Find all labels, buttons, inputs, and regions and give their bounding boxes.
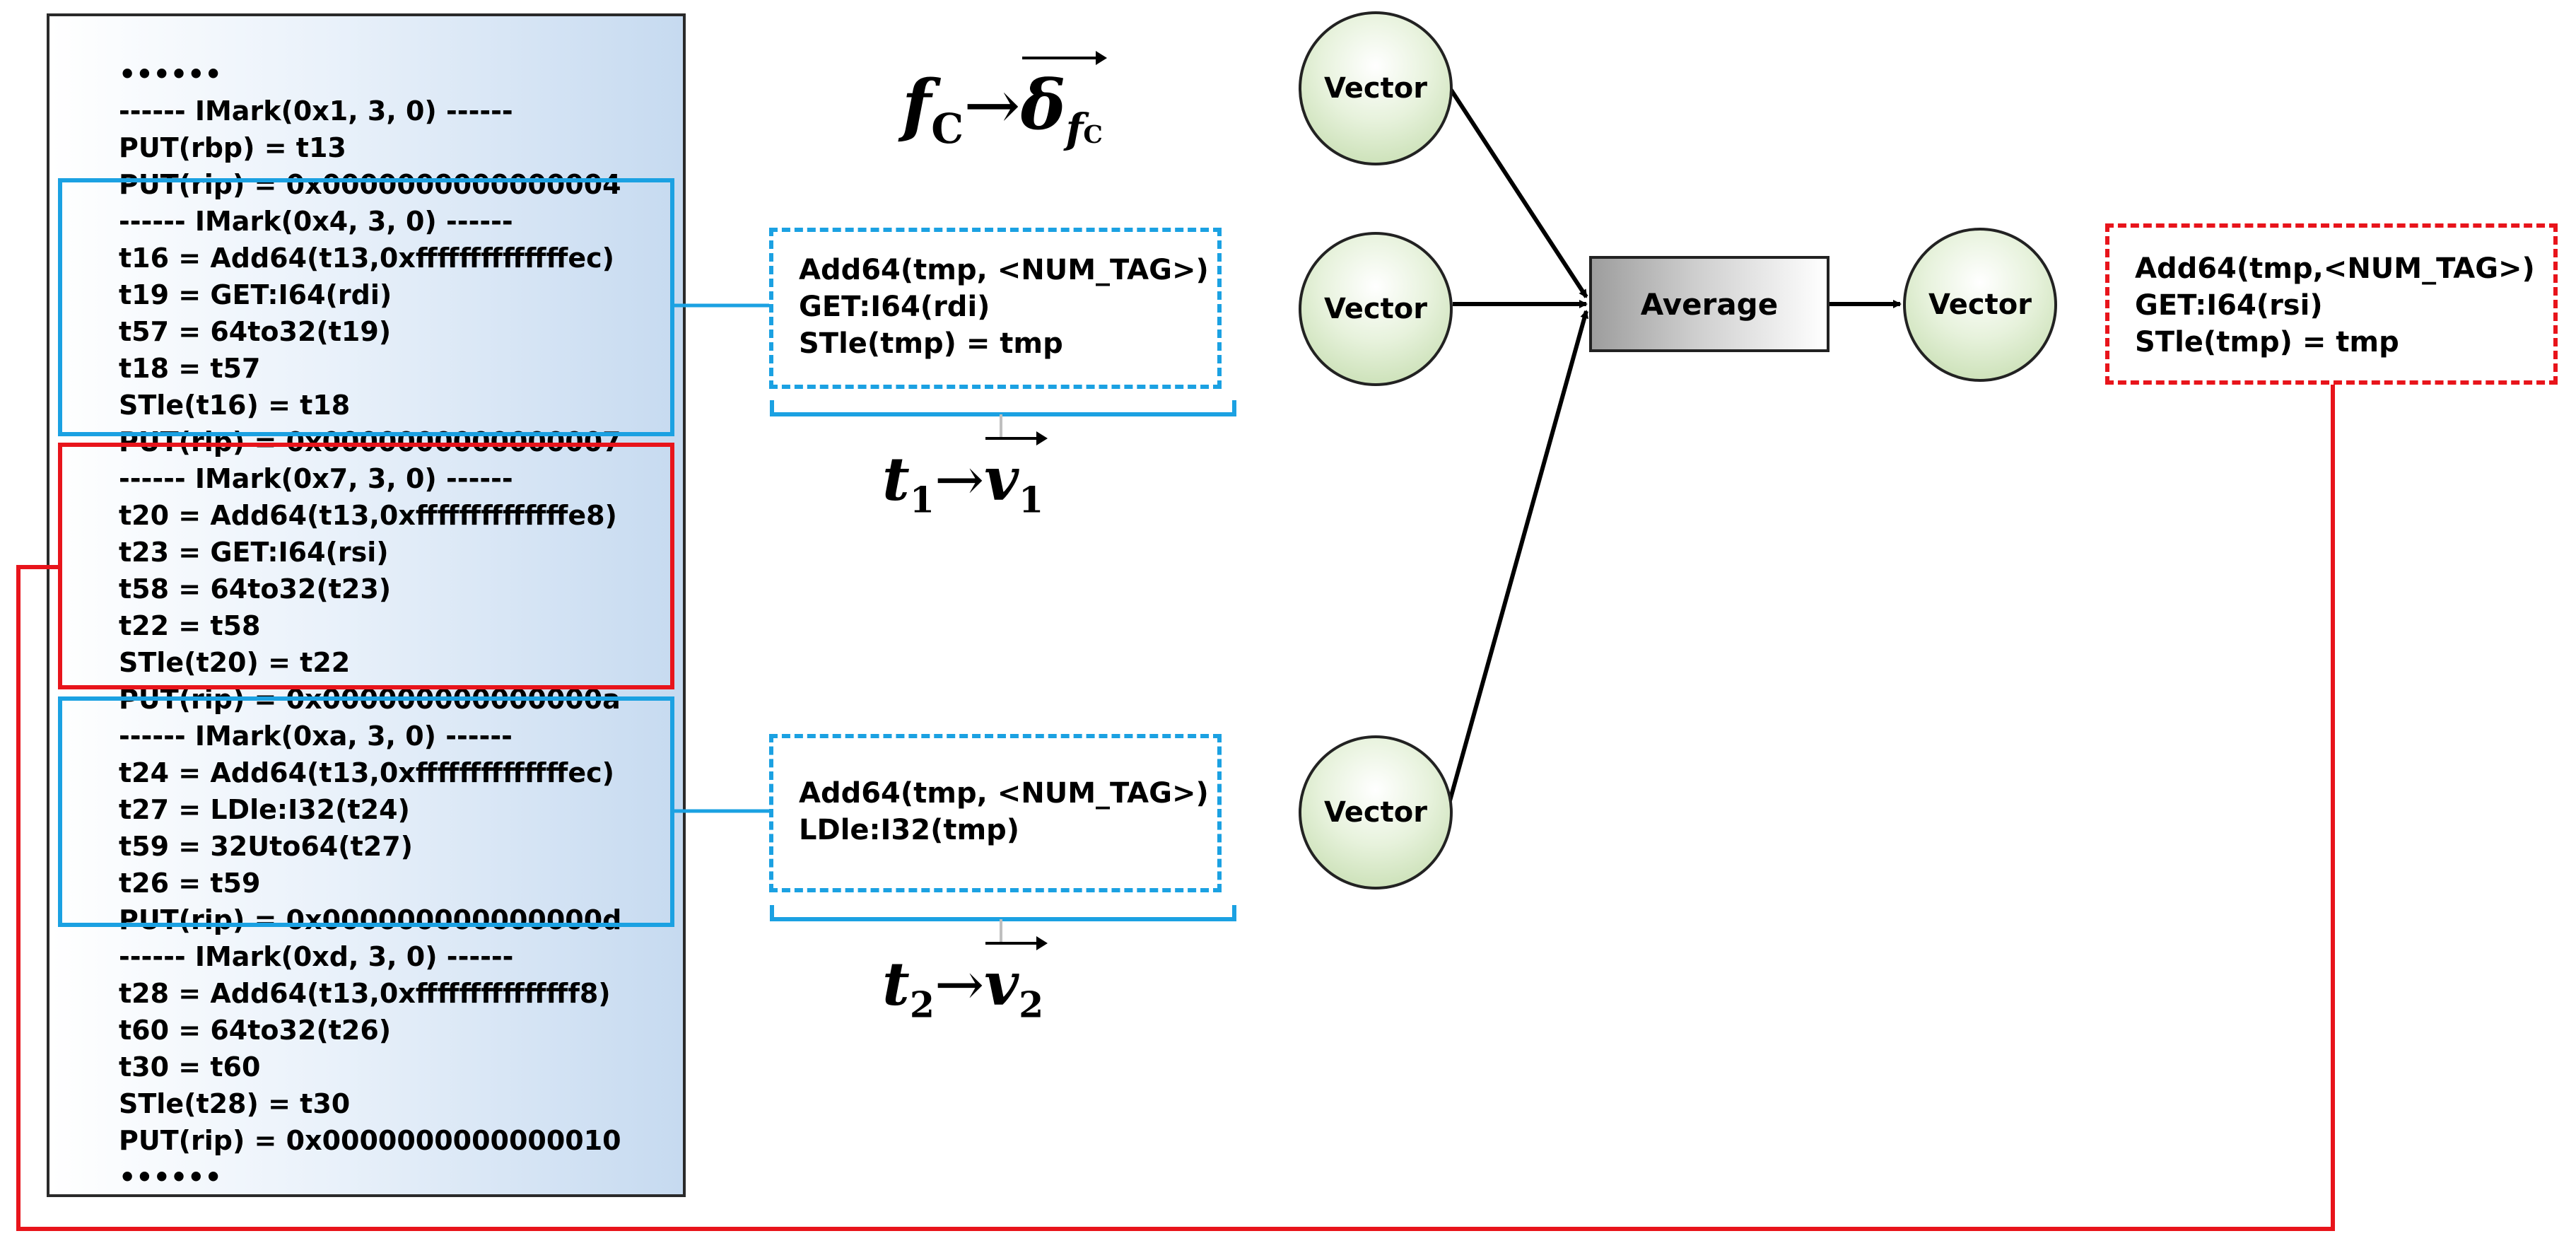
ir-line: t60 = 64to32(t26) [119, 1015, 392, 1046]
token-box-t1: Add64(tmp, <NUM_TAG>) GET:I64(rdi) STle(tm… [769, 228, 1222, 389]
average-label: Average [1640, 286, 1779, 322]
ir-line: •••••• [119, 1162, 222, 1193]
ir-line: t23 = GET:I64(rsi) [119, 537, 389, 568]
ir-line: ------ IMark(0xa, 3, 0) ------ [119, 721, 513, 752]
ir-line: STle(t20) = t22 [119, 647, 351, 678]
token-line: LDle:I32(tmp) [799, 814, 1020, 846]
token-line: Add64(tmp,<NUM_TAG>) [2135, 252, 2535, 285]
token-box-t2: Add64(tmp, <NUM_TAG>) LDle:I32(tmp) [769, 734, 1222, 892]
ir-line: STle(t28) = t30 [119, 1088, 351, 1119]
bracket-t2 [770, 905, 1236, 921]
ir-line: ------ IMark(0x4, 3, 0) ------ [119, 206, 513, 237]
token-line: GET:I64(rdi) [799, 291, 990, 323]
token2-embedding-label: t2→v2 [882, 935, 1048, 1026]
arrow-v1-average [1448, 88, 1588, 298]
token-lines-t2: Add64(tmp, <NUM_TAG>) LDle:I32(tmp) [799, 775, 1217, 848]
average-box: Average [1589, 256, 1829, 352]
token-line: STle(tmp) = tmp [799, 327, 1063, 360]
ir-line: t19 = GET:I64(rdi) [119, 279, 392, 310]
ir-line: PUT(rip) = 0x000000000000000d [119, 904, 622, 935]
ir-line: PUT(rbp) = t13 [119, 132, 346, 163]
ir-line: PUT(rip) = 0x0000000000000004 [119, 169, 621, 200]
ir-line: t22 = t58 [119, 610, 261, 641]
vector-node-3-label: Vector [1324, 796, 1427, 829]
arrow-v3-average [1447, 310, 1589, 804]
ir-line: t28 = Add64(t13,0xfffffffffffffff8) [119, 978, 611, 1009]
token-line: Add64(tmp, <NUM_TAG>) [799, 777, 1209, 810]
highlight-block-query [58, 443, 674, 689]
vector-node-2-label: Vector [1324, 293, 1427, 325]
ir-line: •••••• [119, 59, 222, 90]
ir-line: t30 = t60 [119, 1051, 261, 1083]
ir-line: t20 = Add64(t13,0xffffffffffffffe8) [119, 500, 617, 531]
token-line: Add64(tmp, <NUM_TAG>) [799, 254, 1209, 286]
vector-node-2: Vector [1299, 232, 1453, 386]
token-lines-query: Add64(tmp,<NUM_TAG>) GET:I64(rsi) STle(tmp… [2135, 250, 2553, 361]
ir-line: ------ IMark(0xd, 3, 0) ------ [119, 941, 514, 972]
bracket-t1 [770, 400, 1236, 416]
output-vector-label: Vector [1928, 288, 2032, 321]
function-embedding-label: fC→δfC [902, 51, 1108, 153]
ir-line: ------ IMark(0x7, 3, 0) ------ [119, 463, 513, 494]
ir-line: ------ IMark(0x1, 3, 0) ------ [119, 95, 513, 127]
vector-node-1-label: Vector [1324, 72, 1427, 105]
vector-node-1: Vector [1299, 11, 1453, 165]
ir-line: t18 = t57 [119, 353, 261, 384]
connector-query-loop [16, 385, 2335, 1231]
ir-line: PUT(rip) = 0x0000000000000010 [119, 1125, 621, 1156]
highlight-block-t1 [58, 178, 674, 436]
token1-embedding-label: t1→v1 [882, 431, 1048, 521]
token-line: GET:I64(rsi) [2135, 289, 2323, 322]
ir-line: t59 = 32Uto64(t27) [119, 831, 414, 862]
ir-line: t16 = Add64(t13,0xffffffffffffffec) [119, 243, 614, 274]
ir-line: t26 = t59 [119, 868, 261, 899]
ir-line: STle(t16) = t18 [119, 390, 351, 421]
token-line: STle(tmp) = tmp [2135, 326, 2399, 358]
ir-line: t57 = 64to32(t19) [119, 316, 392, 347]
output-vector-node: Vector [1903, 228, 2057, 382]
ir-line: t27 = LDle:I32(t24) [119, 794, 410, 825]
token-lines-t1: Add64(tmp, <NUM_TAG>) GET:I64(rdi) STle(tm… [799, 252, 1217, 362]
vector-node-3: Vector [1299, 735, 1453, 890]
ir-line: t58 = 64to32(t23) [119, 573, 392, 605]
highlight-block-t2 [58, 696, 674, 927]
ir-line: t24 = Add64(t13,0xffffffffffffffec) [119, 757, 614, 788]
ir-line: PUT(rip) = 0x0000000000000007 [119, 426, 621, 457]
token-box-query: Add64(tmp,<NUM_TAG>) GET:I64(rsi) STle(tmp… [2105, 223, 2558, 385]
